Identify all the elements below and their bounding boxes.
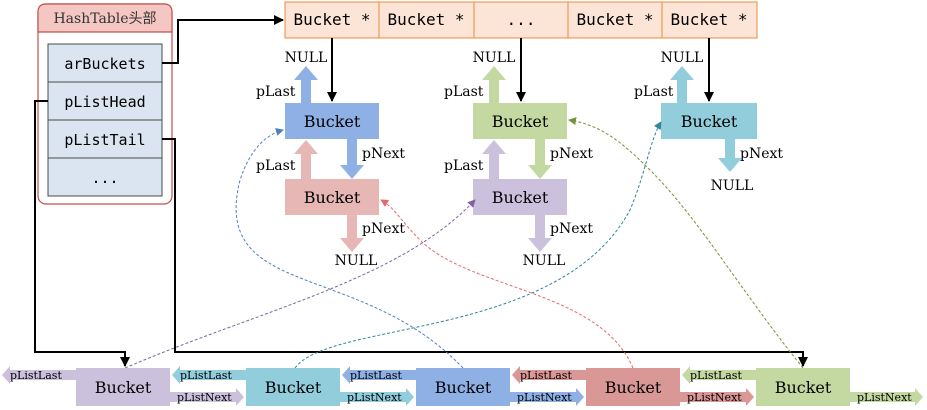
plast-label: pLast (256, 84, 296, 100)
null-label: NULL (335, 253, 378, 269)
pnext-label: pNext (740, 146, 783, 162)
pnext-arrow (528, 215, 552, 252)
field-plisttail: pListTail (64, 131, 145, 149)
plistnext-label: pListNext (687, 391, 742, 404)
field-ellipsis: ... (91, 169, 118, 187)
plistlast-label: pListLast (180, 369, 232, 382)
pnext-label: pNext (550, 221, 593, 237)
plast-arrow (294, 66, 318, 103)
plast-arrow (482, 66, 506, 103)
list-bucket (246, 368, 340, 406)
bucket-label: Bucket (492, 188, 549, 207)
bucket-label: Bucket (265, 378, 322, 397)
array-slot-2: Bucket * (387, 10, 464, 29)
chain-2: NULL pLast Bucket pNext pLast Bucket pNe… (444, 50, 593, 269)
array-slot-5: Bucket * (670, 10, 747, 29)
bucket-node (661, 103, 757, 139)
pnext-arrow (340, 139, 364, 179)
plistnext-arrow (340, 388, 414, 406)
plisttail-pointer (162, 138, 808, 367)
plistlast-arrow (512, 366, 586, 384)
plistnext-label: pListNext (347, 391, 402, 404)
plast-label: pLast (634, 84, 674, 100)
pnext-arrow (340, 215, 364, 252)
chain-3: NULL pLast Bucket pNext NULL (634, 50, 783, 194)
plistlast-arrow (2, 366, 76, 384)
plast-arrow (294, 140, 318, 179)
bucket-array: Bucket * Bucket * ... Bucket * Bucket * (284, 1, 758, 39)
plistnext-label: pListNext (177, 391, 232, 404)
list-bucket (416, 368, 510, 406)
bucket-node (473, 179, 567, 215)
plistlast-label: pListLast (520, 369, 572, 382)
plast-label: pLast (444, 84, 484, 100)
null-label: NULL (473, 50, 516, 66)
plistnext-arrow (850, 388, 923, 406)
bucket-label: Bucket (681, 112, 738, 131)
plistlast-arrow (342, 366, 416, 384)
bucket-label: Bucket (775, 378, 832, 397)
link-olive (568, 117, 804, 369)
list-bucket (756, 368, 850, 406)
global-list: pListLast Bucket pListLast pListNext Buc… (2, 366, 923, 406)
null-label: NULL (285, 50, 328, 66)
array-slot-ellipsis: ... (507, 10, 536, 29)
link-pink (380, 199, 634, 369)
plistlast-arrow (172, 366, 246, 384)
pnext-arrow (528, 139, 552, 179)
plistlast-label: pListLast (10, 369, 62, 382)
chain-1: NULL pLast Bucket pNext pLast Bucket pNe… (256, 50, 405, 269)
link-purple (124, 199, 476, 369)
bucket-label: Bucket (492, 112, 549, 131)
bucket-label: Bucket (605, 378, 662, 397)
link-cyan (294, 121, 662, 369)
field-plisthead: pListHead (64, 93, 145, 111)
bucket-label: Bucket (435, 378, 492, 397)
plast-arrow (482, 140, 506, 179)
field-ellipsis-cell (47, 157, 163, 197)
list-bucket (586, 368, 680, 406)
bucket-label: Bucket (304, 112, 361, 131)
plistlast-label: pListLast (350, 369, 402, 382)
field-plisthead-cell (47, 81, 163, 121)
plistnext-arrow (510, 388, 584, 406)
pnext-label: pNext (550, 146, 593, 162)
null-label: NULL (711, 178, 754, 194)
plistnext-label: pListNext (857, 391, 912, 404)
plistlast-arrow (682, 366, 756, 384)
pnext-arrow (718, 139, 742, 172)
plistnext-arrow (680, 388, 754, 406)
bucket-label: Bucket (95, 378, 152, 397)
array-slot-4: Bucket * (576, 10, 653, 29)
bucket-node (473, 103, 567, 139)
bucket-node (285, 179, 379, 215)
null-label: NULL (523, 253, 566, 269)
field-plisttail-cell (47, 119, 163, 159)
header-title: HashTable头部 (53, 11, 156, 27)
pnext-label: pNext (362, 146, 405, 162)
plistnext-label: pListNext (517, 391, 572, 404)
plast-arrow (670, 66, 694, 103)
hashtable-header: HashTable头部 arBuckets pListHead pListTai… (37, 3, 173, 205)
pnext-label: pNext (362, 221, 405, 237)
plast-label: pLast (256, 158, 296, 174)
plast-label: pLast (444, 158, 484, 174)
arbuckets-pointer (162, 15, 284, 64)
plistnext-arrow (170, 388, 244, 406)
link-blue (235, 128, 464, 369)
array-slot-1: Bucket * (293, 10, 370, 29)
field-arbuckets-cell (47, 43, 163, 83)
field-arbuckets: arBuckets (64, 55, 145, 73)
list-bucket (76, 368, 170, 406)
bucket-label: Bucket (304, 188, 361, 207)
bucket-node (285, 103, 379, 139)
null-label: NULL (661, 50, 704, 66)
plisthead-pointer (34, 100, 130, 367)
plistlast-label: pListLast (690, 369, 742, 382)
